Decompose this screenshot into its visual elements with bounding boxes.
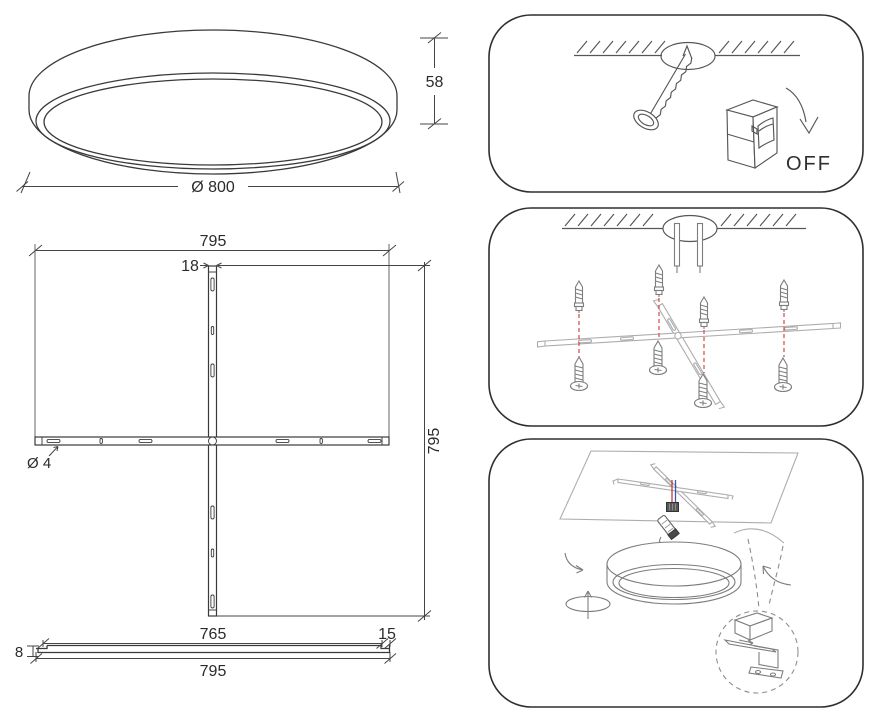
top-width-label: 795: [200, 233, 227, 250]
thickness-dimension: 8: [15, 644, 39, 661]
wall-anchor: [698, 296, 710, 330]
top-width-dimension: 795: [28, 233, 397, 257]
step-3-border: [488, 438, 864, 708]
end-offset-label: 15: [378, 626, 396, 643]
center-hole: [208, 436, 217, 446]
step-1-border: [488, 14, 864, 193]
bracket-plan-view: 795 18 795 Ø 4: [27, 233, 443, 622]
total-length-label: 795: [200, 663, 227, 680]
wire-hole: [662, 214, 718, 243]
spring-clip-detail: [723, 612, 784, 679]
step-2-panel: [488, 207, 864, 427]
right-height-label: 795: [426, 428, 443, 455]
step-2-border: [488, 207, 864, 427]
hole-diameter-label: Ø 4: [27, 455, 51, 472]
step-3-panel: [488, 438, 864, 708]
switch-state-label: OFF: [786, 153, 832, 175]
wall-switch: [725, 99, 779, 170]
total-length-dimension: 795: [30, 652, 397, 680]
detail-leader: [733, 528, 785, 610]
lamp-side-view: 58 Ø 800: [16, 29, 448, 196]
mount-span-dimension: 765: [37, 626, 389, 649]
ceiling-with-hole: [574, 40, 800, 71]
wiring-connection: [657, 480, 680, 549]
rotation-axis-symbol: [565, 590, 611, 619]
ceiling-hatch: [576, 40, 795, 54]
lamp-diffuser-inner: [43, 78, 383, 166]
lamp-body-outline: [28, 29, 398, 175]
mounting-cross: [536, 298, 842, 410]
detail-bubble: [715, 610, 799, 694]
power-off-arrow: [785, 87, 819, 135]
drill-hole: [660, 41, 716, 71]
detail-circle: [715, 610, 799, 694]
wall-anchor: [573, 280, 585, 314]
supply-wire: [696, 222, 704, 267]
lamp-diffuser-outer: [35, 72, 391, 170]
bracket-profile-view: 8 765 15 795: [15, 626, 397, 680]
step-1-panel: OFF: [488, 14, 864, 193]
diameter-label: Ø 800: [191, 179, 235, 196]
lamp-drum: [606, 541, 742, 605]
mount-span-label: 765: [200, 626, 227, 643]
drill-bit: [633, 44, 693, 131]
wall-anchor: [778, 279, 790, 313]
hole-diameter-callout: Ø 4: [27, 446, 59, 472]
mounting-screw: [648, 340, 668, 376]
bar-width-dimension: 18: [181, 258, 430, 275]
ceiling-with-wires: [562, 213, 806, 273]
ceiling-plane: [559, 450, 799, 524]
switch-rocker: [757, 117, 775, 150]
rotate-arrow-left: [564, 552, 584, 574]
right-height-dimension: 795: [217, 259, 443, 622]
mounting-screw: [773, 357, 793, 393]
mount-arrow-right: [762, 565, 792, 586]
thickness-label: 8: [15, 644, 23, 661]
wall-anchor: [653, 264, 665, 298]
diameter-dimension: Ø 800: [16, 171, 405, 196]
bar-profile-outline: [36, 644, 391, 654]
supply-wire: [673, 222, 681, 267]
height-label: 58: [426, 74, 444, 91]
height-dimension: 58: [420, 32, 448, 130]
mounting-screw: [569, 356, 589, 392]
bar-width-label: 18: [181, 258, 199, 275]
ceiling-hatch: [564, 213, 797, 227]
end-offset-dimension: 15: [378, 626, 397, 649]
mounted-cross: [612, 463, 734, 528]
